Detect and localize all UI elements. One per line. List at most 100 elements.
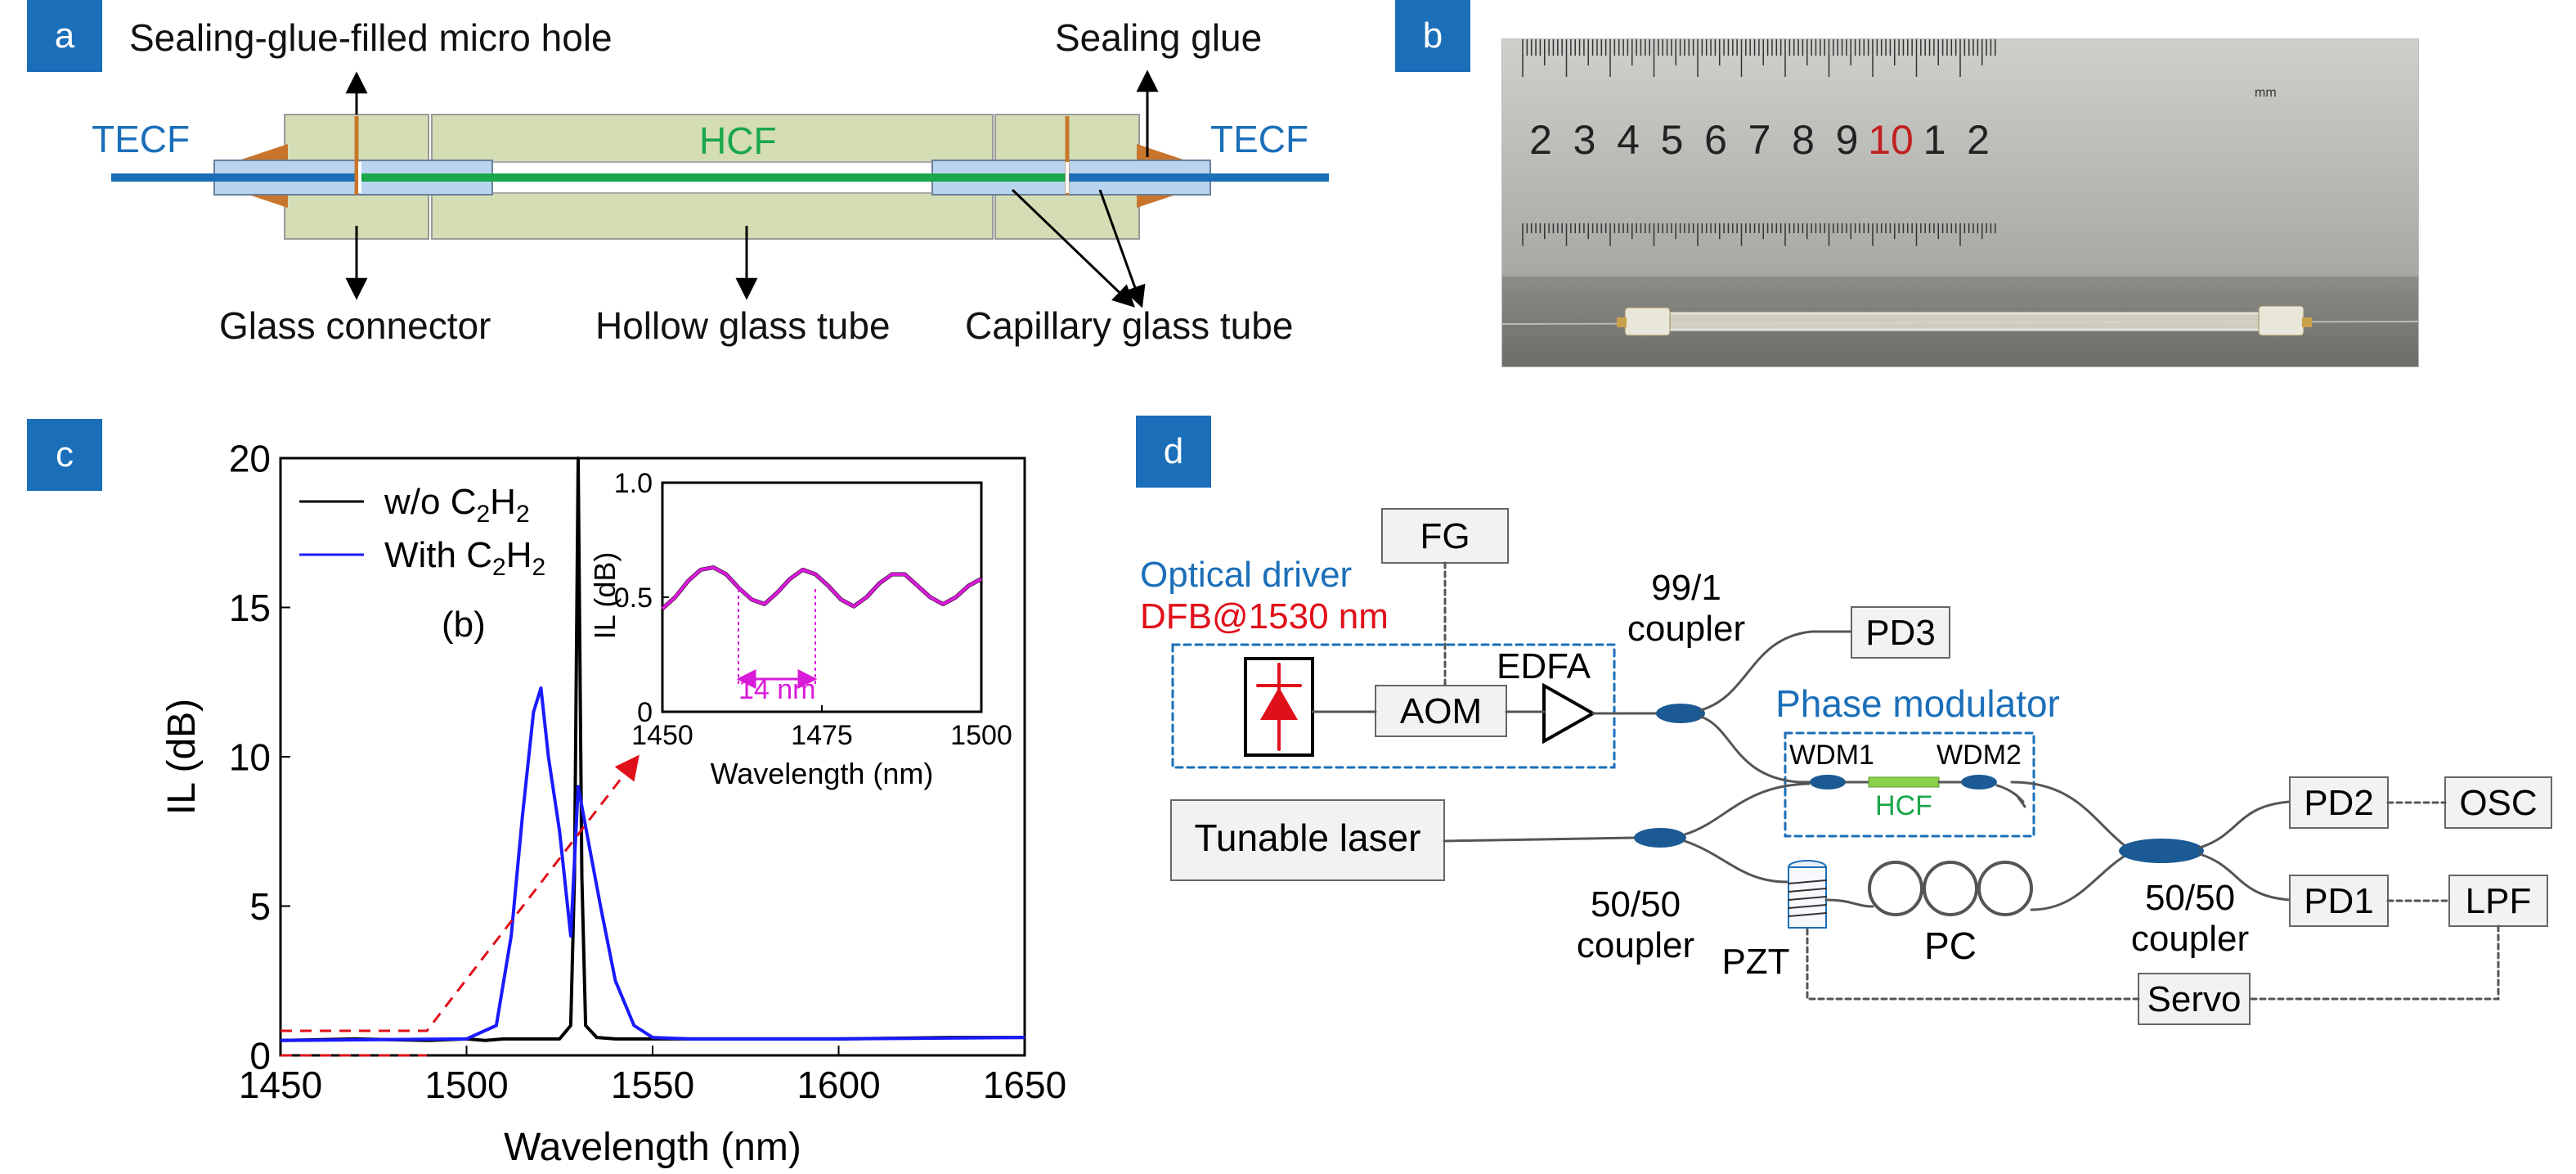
osc-label: OSC	[2459, 783, 2537, 823]
legend-label-wo: w/o C2H2	[384, 482, 530, 528]
pc-loop-1	[1868, 861, 1923, 916]
pd3-box	[1851, 606, 1950, 659]
ruler-number: 4	[1617, 117, 1640, 163]
inset-series	[661, 565, 983, 610]
servo-label: Servo	[2147, 979, 2242, 1019]
coupler-to-wdm1	[1699, 715, 1815, 784]
edfa-amplifier-icon	[1542, 682, 1597, 744]
chart-c-ylabel: IL (dB)	[160, 699, 204, 815]
coupler-b-to-pd2	[2198, 800, 2291, 849]
wdm1	[1810, 775, 1846, 789]
y-tick-label: 5	[249, 885, 271, 928]
left-glue-in-photo	[1617, 317, 1627, 327]
ruler-number: 1	[1923, 117, 1946, 163]
label-capillary-tube: Capillary glass tube	[965, 304, 1293, 347]
inset-fit-line	[661, 565, 982, 610]
coupler-50-50-a-label-top: 50/50	[1591, 884, 1681, 924]
optical-driver-label: Optical driver	[1140, 555, 1352, 595]
optical-driver-box	[1171, 643, 1616, 769]
pd1-label: PD1	[2304, 881, 2374, 921]
edfa-label: EDFA	[1497, 646, 1591, 686]
panel-label-a: a	[27, 0, 102, 72]
label-glass-connector: Glass connector	[219, 304, 491, 347]
ruler-number: 10	[1868, 117, 1914, 163]
label-sealing-hole: Sealing-glue-filled micro hole	[129, 16, 613, 59]
tunable-laser-label: Tunable laser	[1194, 816, 1420, 859]
x-tick-label: 1450	[239, 1064, 322, 1106]
y-tick-label: 1.0	[614, 468, 653, 499]
ruler-number: 3	[1573, 117, 1596, 163]
ruler-ticks	[1522, 39, 1996, 246]
coupler-50-50-b-label-top: 50/50	[2145, 878, 2235, 918]
y-tick-label: 15	[229, 587, 271, 629]
dfb-laser-diode-icon	[1260, 687, 1298, 720]
ruler-number: 9	[1836, 117, 1859, 163]
chart-c-legend: w/o C2H2 With C2H2	[299, 482, 545, 581]
lpf-to-servo	[2248, 924, 2500, 1001]
fg-box	[1381, 508, 1509, 564]
panel-a: Sealing-glue-filled micro hole Sealing g…	[92, 16, 1329, 347]
coupler-a-to-wdm1	[1683, 782, 1811, 836]
panel-label-c: c	[27, 419, 102, 491]
pd2-label: PD2	[2304, 783, 2374, 823]
coupler-b-to-pd1	[2198, 852, 2291, 902]
wdm2-label: WDM2	[1936, 740, 2022, 771]
pzt-label: PZT	[1721, 942, 1789, 982]
coupler-99-1	[1656, 704, 1705, 723]
inset-annotation: 14 nm	[738, 674, 816, 705]
y-tick-label: 10	[229, 736, 271, 779]
x-tick-label: 1650	[983, 1064, 1066, 1106]
series-line-1	[280, 686, 1025, 1042]
pc-loop-3	[1977, 861, 2033, 916]
x-tick-label: 1475	[791, 720, 853, 751]
servo-box	[2138, 973, 2251, 1025]
pc-label: PC	[1924, 924, 1977, 967]
ruler-number: 7	[1748, 117, 1771, 163]
coupler-50-50-b-label-bottom: coupler	[2131, 919, 2249, 959]
pd1-box	[2289, 875, 2389, 927]
inset-ylabel: IL (dB)	[588, 552, 622, 640]
coupler-a-to-pzt	[1683, 839, 1788, 884]
tunable-laser-box	[1170, 799, 1445, 881]
panel-label-d: d	[1136, 416, 1211, 488]
aom-label: AOM	[1400, 691, 1482, 731]
ruler-number: 5	[1661, 117, 1684, 163]
legend-label-with: With C2H2	[384, 535, 545, 581]
zoom-indicator	[280, 754, 640, 1032]
pc-loop-2	[1923, 861, 1978, 916]
pd3-label: PD3	[1865, 613, 1936, 653]
y-tick-label: 20	[229, 438, 271, 480]
label-hcf: HCF	[699, 119, 777, 162]
pzt-to-pc	[1824, 898, 1874, 908]
x-tick-label: 1600	[797, 1064, 880, 1106]
hcf-label-d: HCF	[1875, 790, 1932, 821]
x-tick-label: 1500	[950, 720, 1012, 751]
lpf-box	[2448, 875, 2548, 927]
phase-modulator-label: Phase modulator	[1775, 682, 2060, 725]
ruler-number: 6	[1704, 117, 1727, 163]
ruler-unit: mm	[2255, 86, 2277, 100]
label-hollow-tube: Hollow glass tube	[595, 304, 891, 347]
y-tick-label: 0.5	[614, 583, 653, 614]
ruler-number: 8	[1792, 117, 1815, 163]
coupler-50-50-a-label-bottom: coupler	[1577, 925, 1694, 965]
y-tick-label: 0	[637, 697, 653, 728]
panel-label-b: b	[1395, 0, 1470, 72]
x-tick-label: 1500	[424, 1064, 508, 1106]
arrow-capillary-tube-2	[1098, 189, 1146, 308]
servo-to-pzt	[1806, 926, 2140, 1001]
pd2-box	[2289, 776, 2389, 829]
wdm2-to-coupler-b	[2010, 780, 2128, 848]
coupler-99-1-label-top: 99/1	[1651, 568, 1721, 608]
dfb-label: DFB@1530 nm	[1140, 596, 1389, 636]
pzt-fiber-stretcher-icon	[1788, 860, 1827, 929]
coupler-to-pd3	[1699, 630, 1853, 712]
lpf-label: LPF	[2466, 881, 2532, 921]
osc-box	[2444, 776, 2552, 829]
